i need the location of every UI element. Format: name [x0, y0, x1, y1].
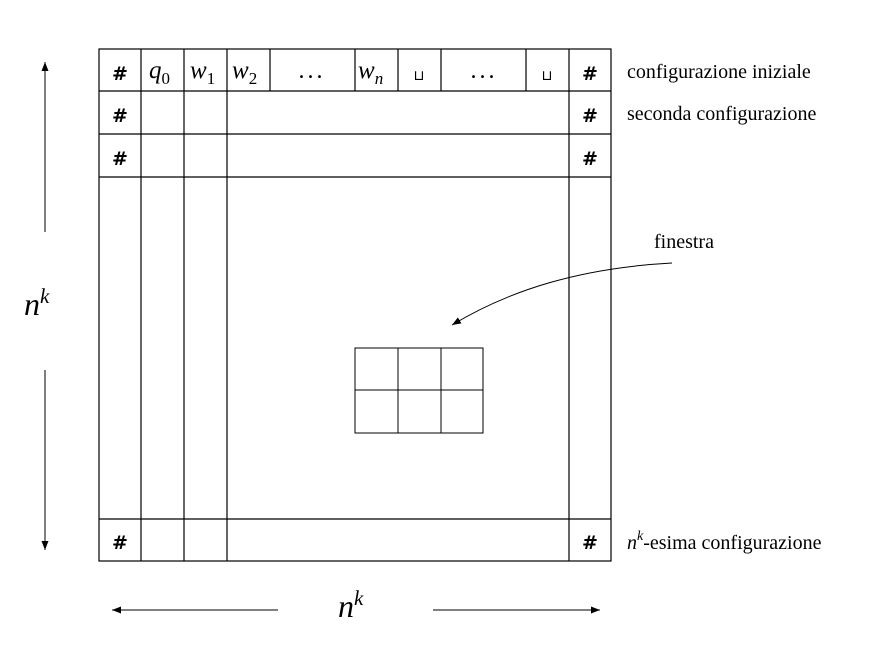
cell-dots: ...	[299, 58, 326, 84]
label-initial-configuration: configurazione iniziale	[627, 61, 811, 83]
cell-q-subscript: 0	[162, 69, 171, 88]
cell-hash: #	[112, 63, 128, 85]
dimension-k: k	[354, 586, 364, 610]
cell-w-symbol: w	[232, 57, 249, 84]
cell-hash: #	[582, 148, 598, 170]
cell-dots: ...	[471, 58, 498, 84]
cell-hash: #	[112, 105, 128, 127]
cell-w-subscript: 1	[207, 69, 216, 88]
cell-wn: wn	[358, 57, 383, 88]
cell-w2: w2	[232, 57, 257, 88]
vertical-dimension-label: nk	[24, 284, 50, 322]
cell-q-symbol: q	[149, 57, 162, 84]
label-window: finestra	[654, 231, 714, 253]
label-last-rest: -esima configurazione	[643, 532, 821, 554]
cell-hash: #	[582, 105, 598, 127]
dimension-n: n	[24, 286, 40, 322]
cell-hash: #	[582, 63, 598, 85]
label-last-configuration: nk-esima configurazione	[627, 529, 822, 554]
dimension-n: n	[338, 588, 354, 624]
cell-blank: ⊔	[542, 68, 553, 84]
cell-q0: q0	[149, 57, 170, 88]
cell-hash: #	[582, 532, 598, 554]
cell-w-symbol: w	[190, 57, 207, 84]
horizontal-dimension-label: nk	[338, 586, 364, 624]
dimension-k: k	[40, 284, 50, 308]
tableau-border	[98, 48, 612, 562]
window-grid	[354, 347, 484, 434]
cell-w-subscript: 2	[249, 69, 258, 88]
label-last-k: k	[637, 529, 644, 544]
cell-hash: #	[112, 532, 128, 554]
cell-hash: #	[112, 148, 128, 170]
label-last-n: n	[627, 532, 637, 554]
cell-blank: ⊔	[414, 68, 425, 84]
window-arrow	[451, 262, 673, 326]
cell-w1: w1	[190, 57, 215, 88]
label-second-configuration: seconda configurazione	[627, 103, 816, 125]
cell-w-symbol: w	[358, 57, 375, 84]
cell-w-subscript: n	[375, 69, 384, 88]
